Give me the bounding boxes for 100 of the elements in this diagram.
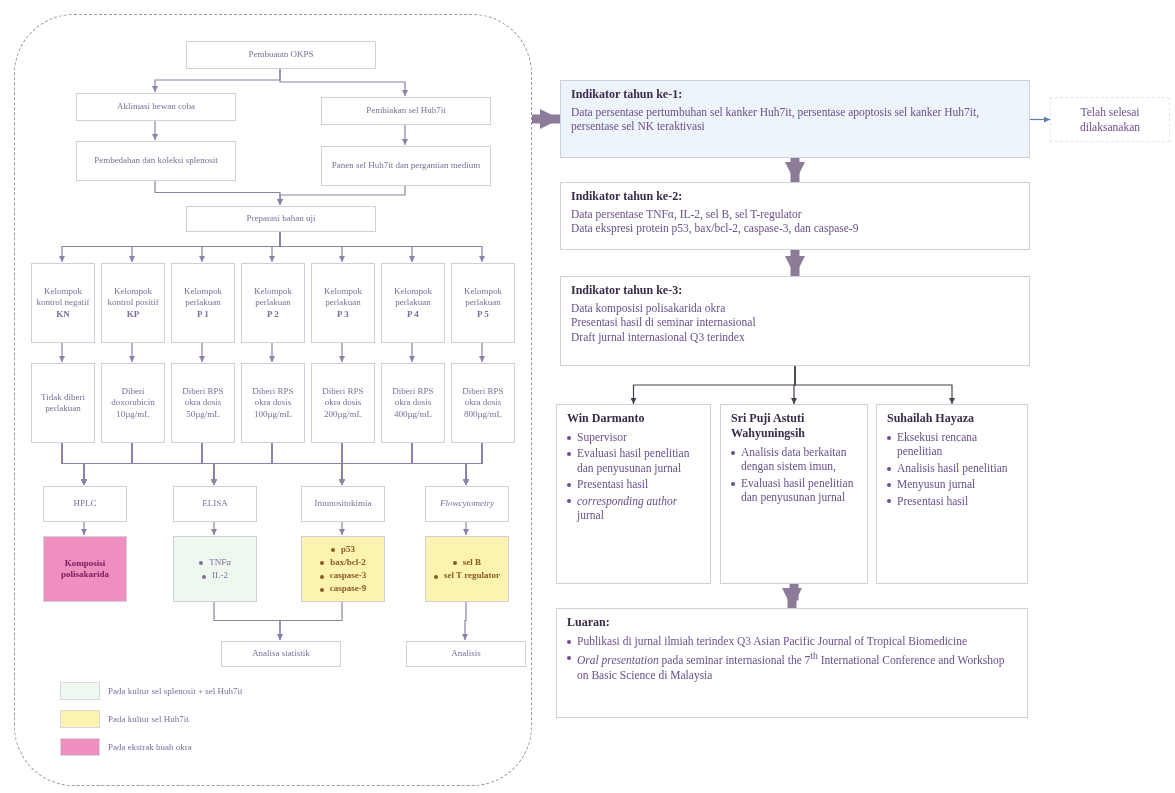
treatment-box — [241, 363, 305, 443]
box-label: Kelompok perlakuan — [323, 286, 363, 309]
treatment-box — [171, 363, 235, 443]
box-label: Diberi RPS okra dosis 400µg/mL — [391, 386, 435, 420]
arrow — [462, 600, 468, 641]
group-box — [31, 263, 95, 343]
group-code: P 1 — [197, 308, 209, 320]
legend-label: Pada kultur sel Huh7it — [108, 714, 189, 724]
treatment-box — [101, 363, 165, 443]
box-label: Kelompok perlakuan — [183, 286, 223, 309]
box-label: Diberi RPS okra dosis 800µg/mL — [461, 386, 505, 420]
list-item: Menyusun jurnal — [897, 477, 976, 492]
box-label: Flowcytometry — [440, 498, 494, 510]
group-box — [241, 263, 305, 343]
list-item: Presentasi hasil — [897, 493, 969, 508]
list-item: Analisis hasil penelitian — [897, 460, 1008, 476]
process-box — [406, 641, 526, 667]
process-box — [301, 486, 385, 522]
block-arrow — [785, 158, 805, 182]
box-label: Imunositokimia — [314, 498, 372, 510]
group-code: KP — [126, 308, 140, 320]
group-box — [101, 263, 165, 343]
arrow — [402, 123, 408, 146]
process-box — [43, 486, 127, 522]
list-item: Presentasi hasil — [577, 477, 649, 492]
body-text: Draft jurnal internasional Q3 terindex — [571, 329, 746, 345]
box-heading: Indikator tahun ke-3: — [571, 283, 684, 298]
box-label: Diberi RPS okra dosis 200µg/mL — [321, 386, 365, 420]
box-heading: Indikator tahun ke-1: — [571, 87, 684, 102]
list-item: Analisis data berkaitan dengan sistem imun, — [741, 445, 848, 474]
box-heading: Indikator tahun ke-2: — [571, 189, 684, 204]
group-code: P 3 — [337, 308, 349, 320]
process-box — [321, 146, 491, 186]
box-label: Aklimasi hewan coba — [117, 101, 195, 113]
result-box — [173, 536, 257, 602]
box-label: Analisis — [451, 648, 481, 660]
list-item: sel T regulator — [444, 570, 500, 582]
group-box — [381, 263, 445, 343]
box-label: Panen sel Huh7it dan pergantian medium — [331, 160, 481, 172]
list-item: Evaluasi hasil penelitian dan penyusunan jurnal — [577, 446, 691, 476]
box-label: Pembedahan dan koleksi splenosit — [94, 155, 218, 167]
process-box — [186, 41, 376, 69]
status-box — [1050, 97, 1170, 142]
box-heading: Win Darmanto — [567, 411, 646, 426]
arrow — [152, 119, 158, 141]
group-code: P 4 — [407, 308, 419, 320]
box-label: Komposisi polisakarida — [60, 557, 110, 581]
box-heading: Luaran: — [567, 615, 611, 630]
box-label: Diberi doxorubicin 10µg/mL — [110, 386, 156, 420]
box-label: HPLC — [73, 498, 97, 510]
arrow — [269, 341, 275, 363]
dashed-panel — [14, 14, 532, 786]
box-label: Diberi RPS okra dosis 100µg/mL — [251, 386, 295, 420]
box-label: Kelompok kontrol positif — [106, 286, 160, 309]
treatment-box — [381, 363, 445, 443]
block-arrow — [532, 109, 560, 129]
box-label: Kelompok perlakuan — [393, 286, 433, 309]
body-text: Data komposisi polisakarida okra — [571, 301, 727, 316]
role-box — [720, 404, 868, 584]
arrow — [81, 520, 87, 536]
indicator-box — [560, 276, 1030, 366]
box-label: Preparasi bahan uji — [246, 213, 316, 225]
treatment-box — [451, 363, 515, 443]
legend-label: Pada kultur sel splenosit + sel Huh7it — [108, 686, 243, 696]
box-label: Telah selesai dilaksanakan — [1078, 105, 1141, 134]
result-box — [425, 536, 509, 602]
arrow — [277, 184, 406, 206]
list-item: caspase-3 — [329, 570, 367, 582]
group-box — [171, 263, 235, 343]
process-box — [186, 206, 376, 232]
treatment-box — [31, 363, 95, 443]
body-text: Presentasi hasil di seminar internasional — [571, 315, 757, 330]
box-heading: Suhailah Hayaza — [887, 411, 976, 426]
body-text: Data ekspresi protein p53, bax/bcl-2, caspase-3, dan caspase-9 — [571, 221, 860, 236]
indicator-box — [560, 182, 1030, 250]
list-item: caspase-9 — [329, 583, 367, 595]
arrow — [794, 365, 955, 405]
treatment-box — [311, 363, 375, 443]
group-box — [311, 263, 375, 343]
arrow — [279, 67, 408, 97]
output-box — [556, 608, 1028, 718]
process-box — [425, 486, 509, 522]
list-item: Eksekusi rencana penelitian — [897, 430, 979, 459]
legend-label: Pada ekstrak buah okra — [108, 742, 192, 752]
body-text: Data persentase TNFα, IL-2, sel B, sel T-regulator — [571, 207, 803, 222]
group-code: KN — [56, 308, 70, 320]
body-text: Data persentase pertumbuhan sel kanker Huh7it, persentase apoptosis sel kanker Huh7it, persentase sel NK teraktivasi — [571, 105, 981, 134]
process-box — [173, 486, 257, 522]
group-box — [451, 263, 515, 343]
process-box — [321, 97, 491, 125]
list-item: TNFα — [209, 556, 231, 568]
arrow — [211, 520, 217, 536]
group-code: P 2 — [267, 308, 279, 320]
arrow — [479, 341, 485, 363]
role-box — [556, 404, 711, 584]
list-item: Oral presentation pada seminar internasional the 7$^{th}$ International Conference and Workshop on Basic Science di Malaysia — [577, 650, 1006, 682]
box-label: Kelompok perlakuan — [253, 286, 293, 309]
indicator-box — [560, 80, 1030, 158]
group-code: P 5 — [477, 308, 489, 320]
arrow — [463, 520, 469, 536]
